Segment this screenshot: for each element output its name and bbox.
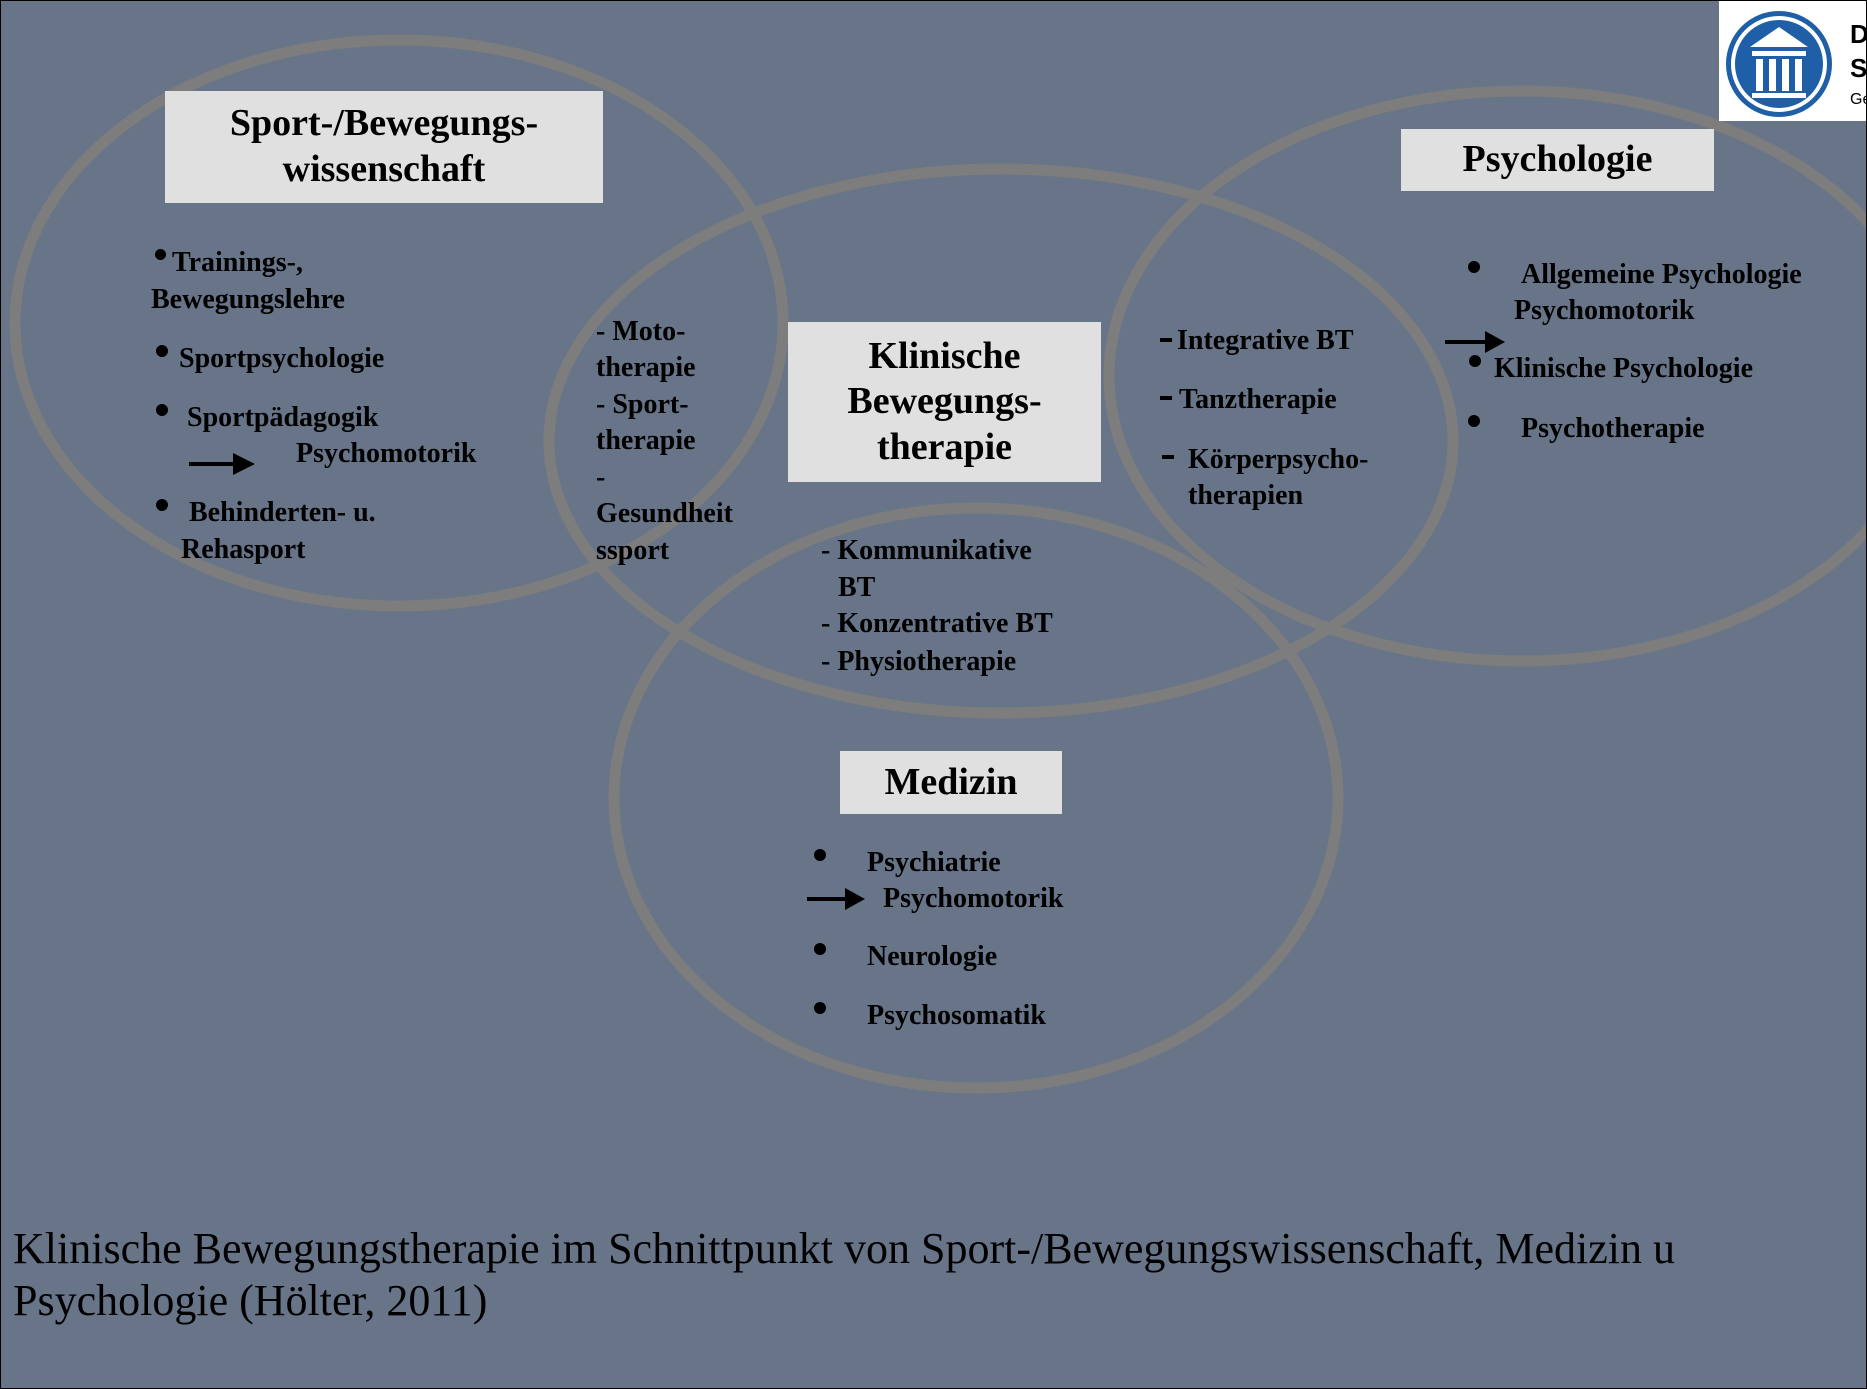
psych-item-3: Psychotherapie	[1521, 413, 1705, 444]
bullet-icon	[814, 943, 826, 955]
psych-item-1: Allgemeine Psychologie	[1521, 259, 1802, 290]
sport-item-2: Sportpsychologie	[179, 343, 385, 374]
sport-item-1a: Trainings-,	[172, 247, 303, 278]
box-medizin-label: Medizin	[884, 760, 1018, 803]
box-psychologie: Psychologie	[1401, 129, 1714, 191]
overlap-sport-line-7: ssport	[596, 535, 670, 566]
circle-sport	[9, 34, 789, 612]
arrow-right-icon	[807, 888, 865, 910]
bullet-icon	[1468, 415, 1480, 427]
box-klinisch: Klinische Bewegungs- therapie	[788, 322, 1101, 482]
arrow-right-icon	[189, 453, 255, 475]
logo-letter-3: Ge	[1850, 91, 1866, 108]
med-item-3: Psychosomatik	[867, 1000, 1046, 1031]
overlap-med-line-4: - Physiotherapie	[821, 646, 1017, 677]
dash-icon	[1160, 396, 1172, 400]
sport-item-3-arrow: Psychomotorik	[296, 438, 477, 469]
sport-item-1b: Bewegungslehre	[151, 284, 345, 315]
bullet-icon	[156, 345, 168, 357]
university-logo: D S Ge	[1719, 1, 1867, 121]
circle-medizin	[608, 502, 1344, 1094]
psych-item-2: Klinische Psychologie	[1494, 353, 1753, 384]
overlap-psych-item-3b-clip: therapien	[1181, 481, 1421, 511]
bullet-icon	[814, 1002, 826, 1014]
bullet-icon	[156, 404, 168, 416]
box-medizin: Medizin	[840, 751, 1062, 814]
bullet-icon	[155, 249, 166, 260]
overlap-med-line-3: - Konzentrative BT	[821, 608, 1053, 639]
box-psychologie-label: Psychologie	[1462, 138, 1653, 181]
bullet-icon	[814, 849, 826, 861]
bullet-icon	[1469, 355, 1481, 367]
med-item-2: Neurologie	[867, 941, 998, 972]
overlap-psych-item-3a: Körperpsycho-	[1188, 444, 1369, 475]
overlap-psych-item-2: Tanztherapie	[1179, 384, 1337, 415]
arrow-right-icon	[1445, 331, 1505, 353]
overlap-med-line-2: BT	[838, 572, 876, 603]
sport-item-3: Sportpädagogik	[187, 402, 379, 433]
overlap-sport-line-4: therapie	[596, 425, 696, 456]
sport-item-4b: Rehasport	[181, 534, 306, 565]
med-item-1-arrow: Psychomotorik	[883, 883, 1064, 914]
dash-icon	[1160, 338, 1172, 342]
circle-klinisch	[543, 163, 1459, 719]
university-columns-icon	[1726, 11, 1832, 117]
overlap-sport-line-1: - Moto-	[596, 316, 686, 347]
bullet-icon	[156, 499, 168, 511]
logo-letter-2: S	[1850, 53, 1867, 83]
logo-letter-1: D	[1850, 19, 1867, 49]
box-sport-label: Sport-/Bewegungs- wissenschaft	[229, 102, 539, 190]
med-item-1: Psychiatrie	[867, 847, 1001, 878]
caption-line-1: Klinische Bewegungstherapie im Schnittpu…	[13, 1224, 1675, 1273]
sport-item-4a: Behinderten- u.	[189, 497, 376, 528]
overlap-sport-line-6: Gesundheit	[596, 498, 733, 529]
overlap-sport-line-3: - Sport-	[596, 389, 689, 420]
overlap-psych-item-3b: therapien	[1188, 481, 1304, 511]
overlap-psych-item-1: Integrative BT	[1177, 325, 1354, 356]
overlap-med-line-1: - Kommunikative	[821, 535, 1032, 566]
overlap-sport-line-5: -	[596, 462, 606, 493]
box-sport: Sport-/Bewegungs- wissenschaft	[165, 91, 603, 203]
caption-line-2: Psychologie (Hölter, 2011)	[13, 1276, 488, 1325]
circle-psychologie	[1103, 85, 1866, 667]
psych-item-1-arrow: Psychomotorik	[1514, 295, 1695, 326]
dash-icon	[1162, 455, 1174, 459]
overlap-sport-line-2: therapie	[596, 352, 696, 383]
box-klinisch-label: Klinische Bewegungs- therapie	[847, 334, 1042, 468]
bullet-icon	[1468, 261, 1480, 273]
